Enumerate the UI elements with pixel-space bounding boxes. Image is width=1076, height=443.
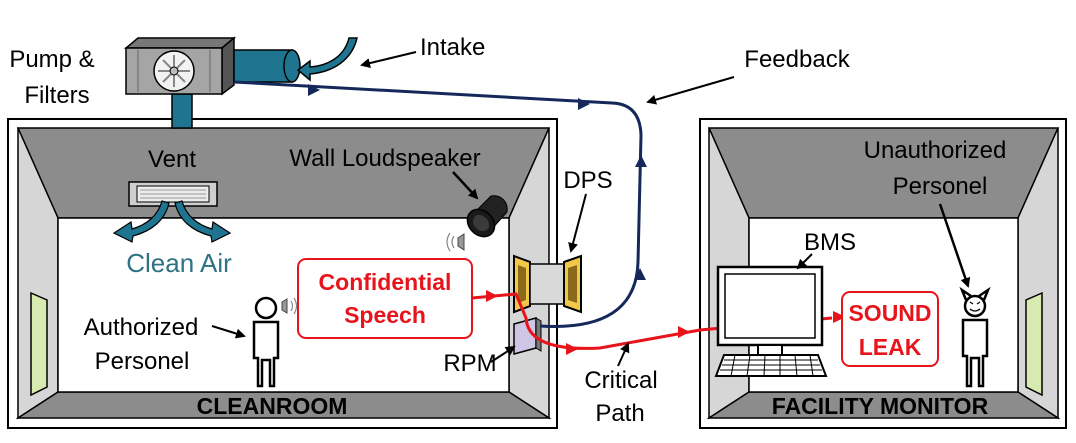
dps-sensor — [513, 254, 582, 314]
critical-arrowhead-4 — [833, 311, 846, 323]
cleanroom-label: CLEANROOM — [197, 393, 348, 419]
sound-leak-box — [841, 291, 939, 367]
intake-arrow-icon — [296, 37, 358, 82]
unauthorized-label-line2: Personel — [893, 173, 988, 200]
confidential-speech-line2: Speech — [344, 302, 426, 328]
facility-monitor-label: FACILITY MONITOR — [772, 393, 989, 419]
critical-arrowhead-2 — [566, 343, 578, 355]
clean-air-label: Clean Air — [126, 248, 232, 278]
cleanroom-ceiling — [16, 127, 551, 219]
feedback-arrowhead-3 — [635, 155, 647, 167]
wall-loudspeaker-icon — [466, 195, 508, 238]
dps-label: DPS — [563, 167, 612, 194]
authorized-person-icon — [252, 296, 280, 388]
critical-path-line — [471, 292, 833, 350]
sound-leak-line1: SOUND — [848, 300, 931, 326]
devil-face — [969, 301, 981, 312]
loudspeaker-pointer — [452, 171, 479, 200]
intake-label: Intake — [420, 34, 485, 61]
bms-pointer — [796, 253, 813, 270]
unauthorized-label-line1: Unauthorized — [864, 137, 1007, 164]
pump-label-line2: Filters — [24, 82, 89, 109]
rpm-sensor — [513, 317, 542, 355]
clean-air-arrows-icon — [112, 200, 232, 243]
bms-computer-icon — [714, 265, 828, 377]
critical-arrowhead-3 — [678, 326, 690, 338]
rpm-label: RPM — [443, 350, 496, 377]
dps-pointer — [568, 193, 587, 253]
critical-arrowhead-1 — [486, 290, 498, 302]
feedback-label: Feedback — [744, 46, 850, 73]
facility-door — [1025, 291, 1043, 397]
feedback-line — [233, 80, 643, 328]
critical-path-label-line2: Path — [595, 400, 644, 427]
duct-down — [171, 93, 193, 129]
rpm-pointer — [490, 345, 516, 363]
vent-label: Vent — [148, 146, 196, 173]
speaker-sound-icon — [446, 232, 465, 252]
critical-path-pointer — [617, 342, 630, 367]
pump-label-line1: Pump & — [9, 46, 94, 73]
feedback-arrowhead-4 — [634, 268, 646, 280]
feedback-arrowhead-1 — [308, 84, 320, 96]
vent: Vent — [128, 146, 218, 207]
feedback-arrowhead-2 — [578, 98, 590, 110]
confidential-speech-box — [297, 258, 473, 339]
critical-path-label-line1: Critical — [584, 367, 657, 394]
pump-filters: Pump & Filters — [9, 36, 301, 109]
feedback-pointer — [646, 76, 735, 105]
authorized-label-line2: Personel — [95, 348, 190, 375]
intake-pipe — [233, 49, 293, 83]
bms-label: BMS — [804, 229, 856, 256]
confidential-speech-line1: Confidential — [319, 269, 452, 295]
intake-pointer — [360, 51, 417, 68]
person-speaking-icon — [281, 297, 298, 315]
hvac-duct — [171, 93, 193, 129]
cleanroom-door — [30, 291, 48, 397]
wall-loudspeaker-label: Wall Loudspeaker — [289, 145, 480, 172]
unauthorized-pointer — [938, 203, 971, 288]
authorized-pointer — [211, 325, 246, 339]
unauthorized-person-icon — [959, 286, 991, 388]
authorized-label-line1: Authorized — [84, 314, 199, 341]
sound-leak-line2: LEAK — [859, 334, 922, 360]
